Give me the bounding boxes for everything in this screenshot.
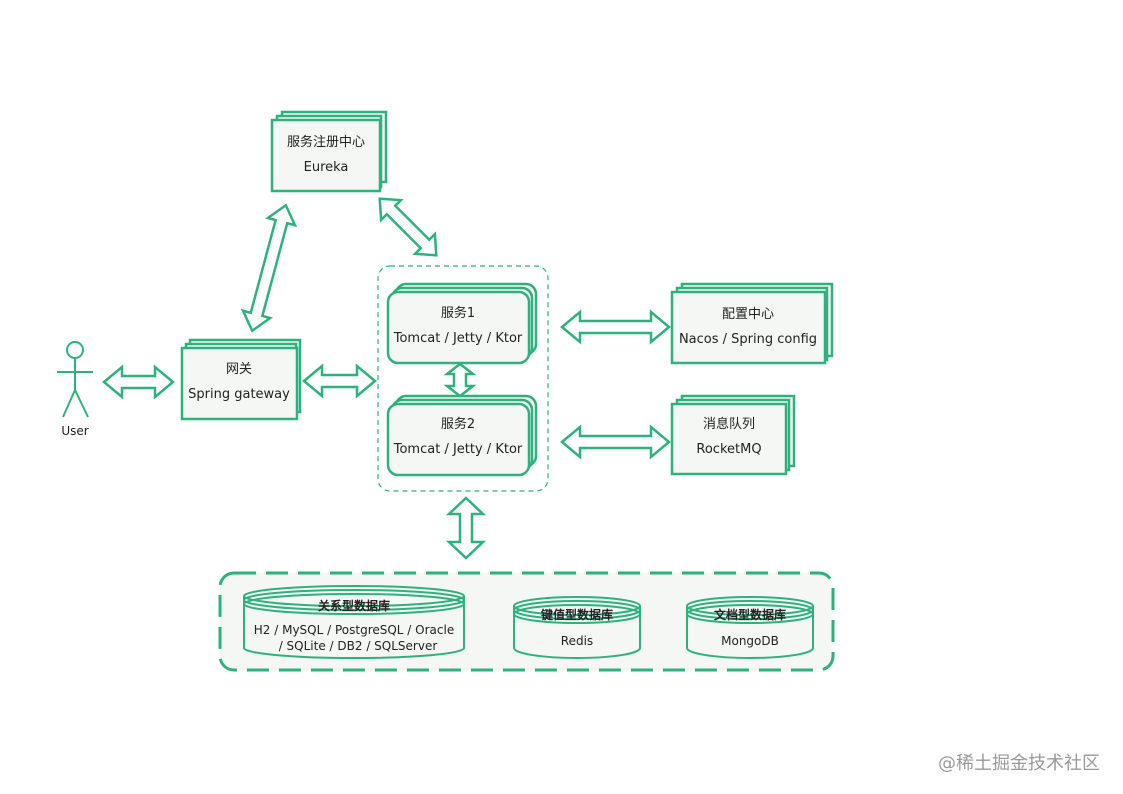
- document-db-subtitle: MongoDB: [721, 634, 779, 648]
- gateway-node: 网关 Spring gateway: [180, 338, 302, 421]
- service-config-arrow: [560, 309, 671, 345]
- service1-subtitle: Tomcat / Jetty / Ktor: [393, 331, 523, 346]
- user-actor-icon: [57, 341, 93, 418]
- relational-db-line2: / SQLite / DB2 / SQLServer: [279, 639, 438, 653]
- config-center-subtitle: Nacos / Spring config: [679, 332, 817, 347]
- user-label: User: [61, 424, 88, 438]
- service1-node: 服务1 Tomcat / Jetty / Ktor: [386, 282, 538, 365]
- document-db-title: 文档型数据库: [714, 607, 786, 622]
- registry-subtitle: Eureka: [304, 160, 349, 175]
- config-center-title: 配置中心: [722, 307, 774, 322]
- registry-title: 服务注册中心: [287, 134, 365, 150]
- services-database-arrow: [445, 496, 487, 560]
- service2-title: 服务2: [441, 416, 475, 432]
- service1-service2-arrow: [443, 362, 477, 398]
- message-queue-title: 消息队列: [703, 416, 755, 432]
- gateway-registry-arrow: [240, 203, 298, 333]
- key-value-db-icon: 键值型数据库 Redis: [513, 596, 641, 659]
- message-queue-subtitle: RocketMQ: [696, 442, 761, 457]
- key-value-db-subtitle: Redis: [561, 634, 593, 648]
- service2-subtitle: Tomcat / Jetty / Ktor: [393, 442, 523, 457]
- document-db-icon: 文档型数据库 MongoDB: [686, 596, 814, 659]
- gateway-subtitle: Spring gateway: [188, 387, 290, 402]
- message-queue-node: 消息队列 RocketMQ: [670, 394, 796, 476]
- user-gateway-arrow: [102, 364, 175, 400]
- watermark-text: @稀土掘金技术社区: [938, 753, 1100, 774]
- config-center-node: 配置中心 Nacos / Spring config: [670, 282, 834, 365]
- relational-db-title: 关系型数据库: [318, 598, 390, 613]
- service1-title: 服务1: [441, 305, 475, 321]
- service2-node: 服务2 Tomcat / Jetty / Ktor: [386, 394, 538, 477]
- relational-db-line1: H2 / MySQL / PostgreSQL / Oracle: [254, 623, 454, 637]
- gateway-title: 网关: [226, 362, 252, 377]
- registry-node: 服务注册中心 Eureka: [270, 110, 388, 193]
- registry-service-arrow: [378, 197, 438, 257]
- gateway-service-arrow: [302, 363, 377, 399]
- key-value-db-title: 键值型数据库: [540, 607, 613, 622]
- service-mq-arrow: [560, 424, 671, 460]
- relational-db-icon: 关系型数据库 H2 / MySQL / PostgreSQL / Oracle …: [243, 585, 465, 659]
